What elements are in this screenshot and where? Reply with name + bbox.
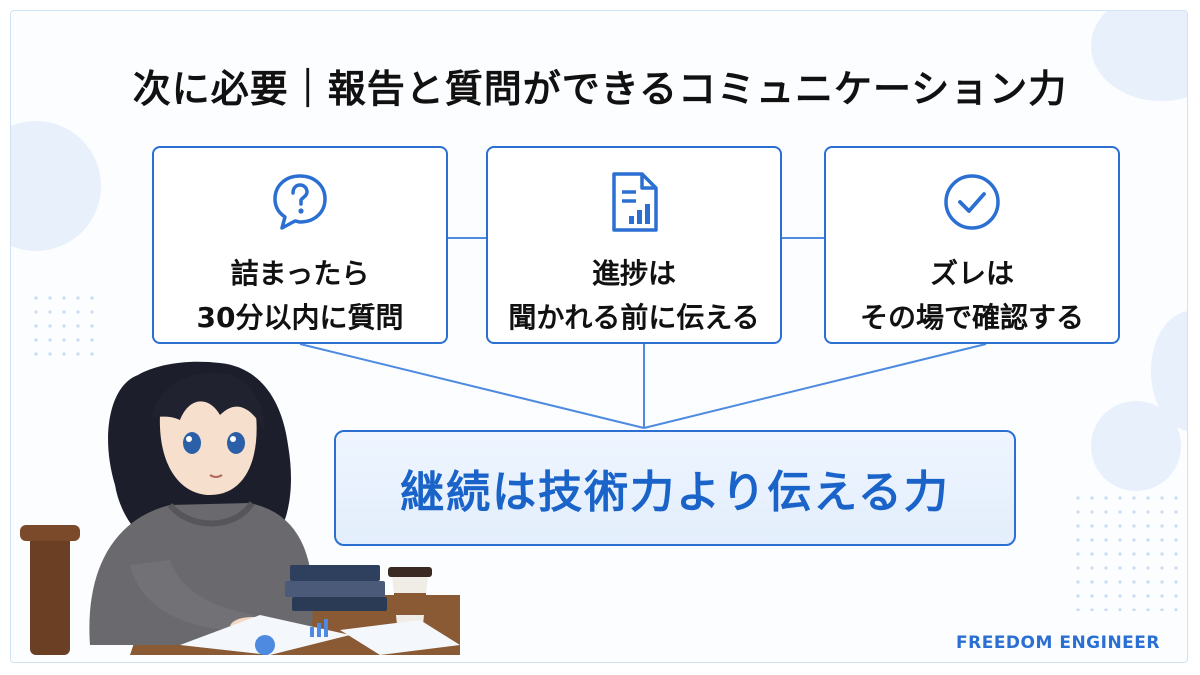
brand-logo-text: FREEDOM ENGINEER <box>956 633 1160 653</box>
person-at-desk-illustration <box>20 361 460 655</box>
bg-circle <box>1091 401 1181 491</box>
key-message-banner: 継続は技術力より伝える力 <box>334 430 1016 546</box>
card-line-1: 詰まったら <box>230 257 370 290</box>
card-line-2: 30分以内に質問 <box>196 301 404 334</box>
card-progress: 進捗は 聞かれる前に伝える <box>486 146 782 344</box>
question-bubble-icon <box>268 170 332 238</box>
card-question: 詰まったら 30分以内に質問 <box>152 146 448 344</box>
card-confirm: ズレは その場で確認する <box>824 146 1120 344</box>
report-document-icon <box>604 170 664 238</box>
dot-pattern <box>29 291 99 361</box>
card-line-2: 聞かれる前に伝える <box>508 301 760 334</box>
card-line-1: 進捗は <box>591 257 676 290</box>
key-message: 継続は技術力より伝える力 <box>400 467 950 518</box>
check-circle-icon <box>940 170 1004 238</box>
card-line-1: ズレは <box>929 257 1014 290</box>
dot-pattern <box>1071 491 1181 611</box>
card-line-2: その場で確認する <box>859 301 1084 334</box>
page-title: 次に必要｜報告と質問ができるコミュニケーション力 <box>132 67 1068 111</box>
